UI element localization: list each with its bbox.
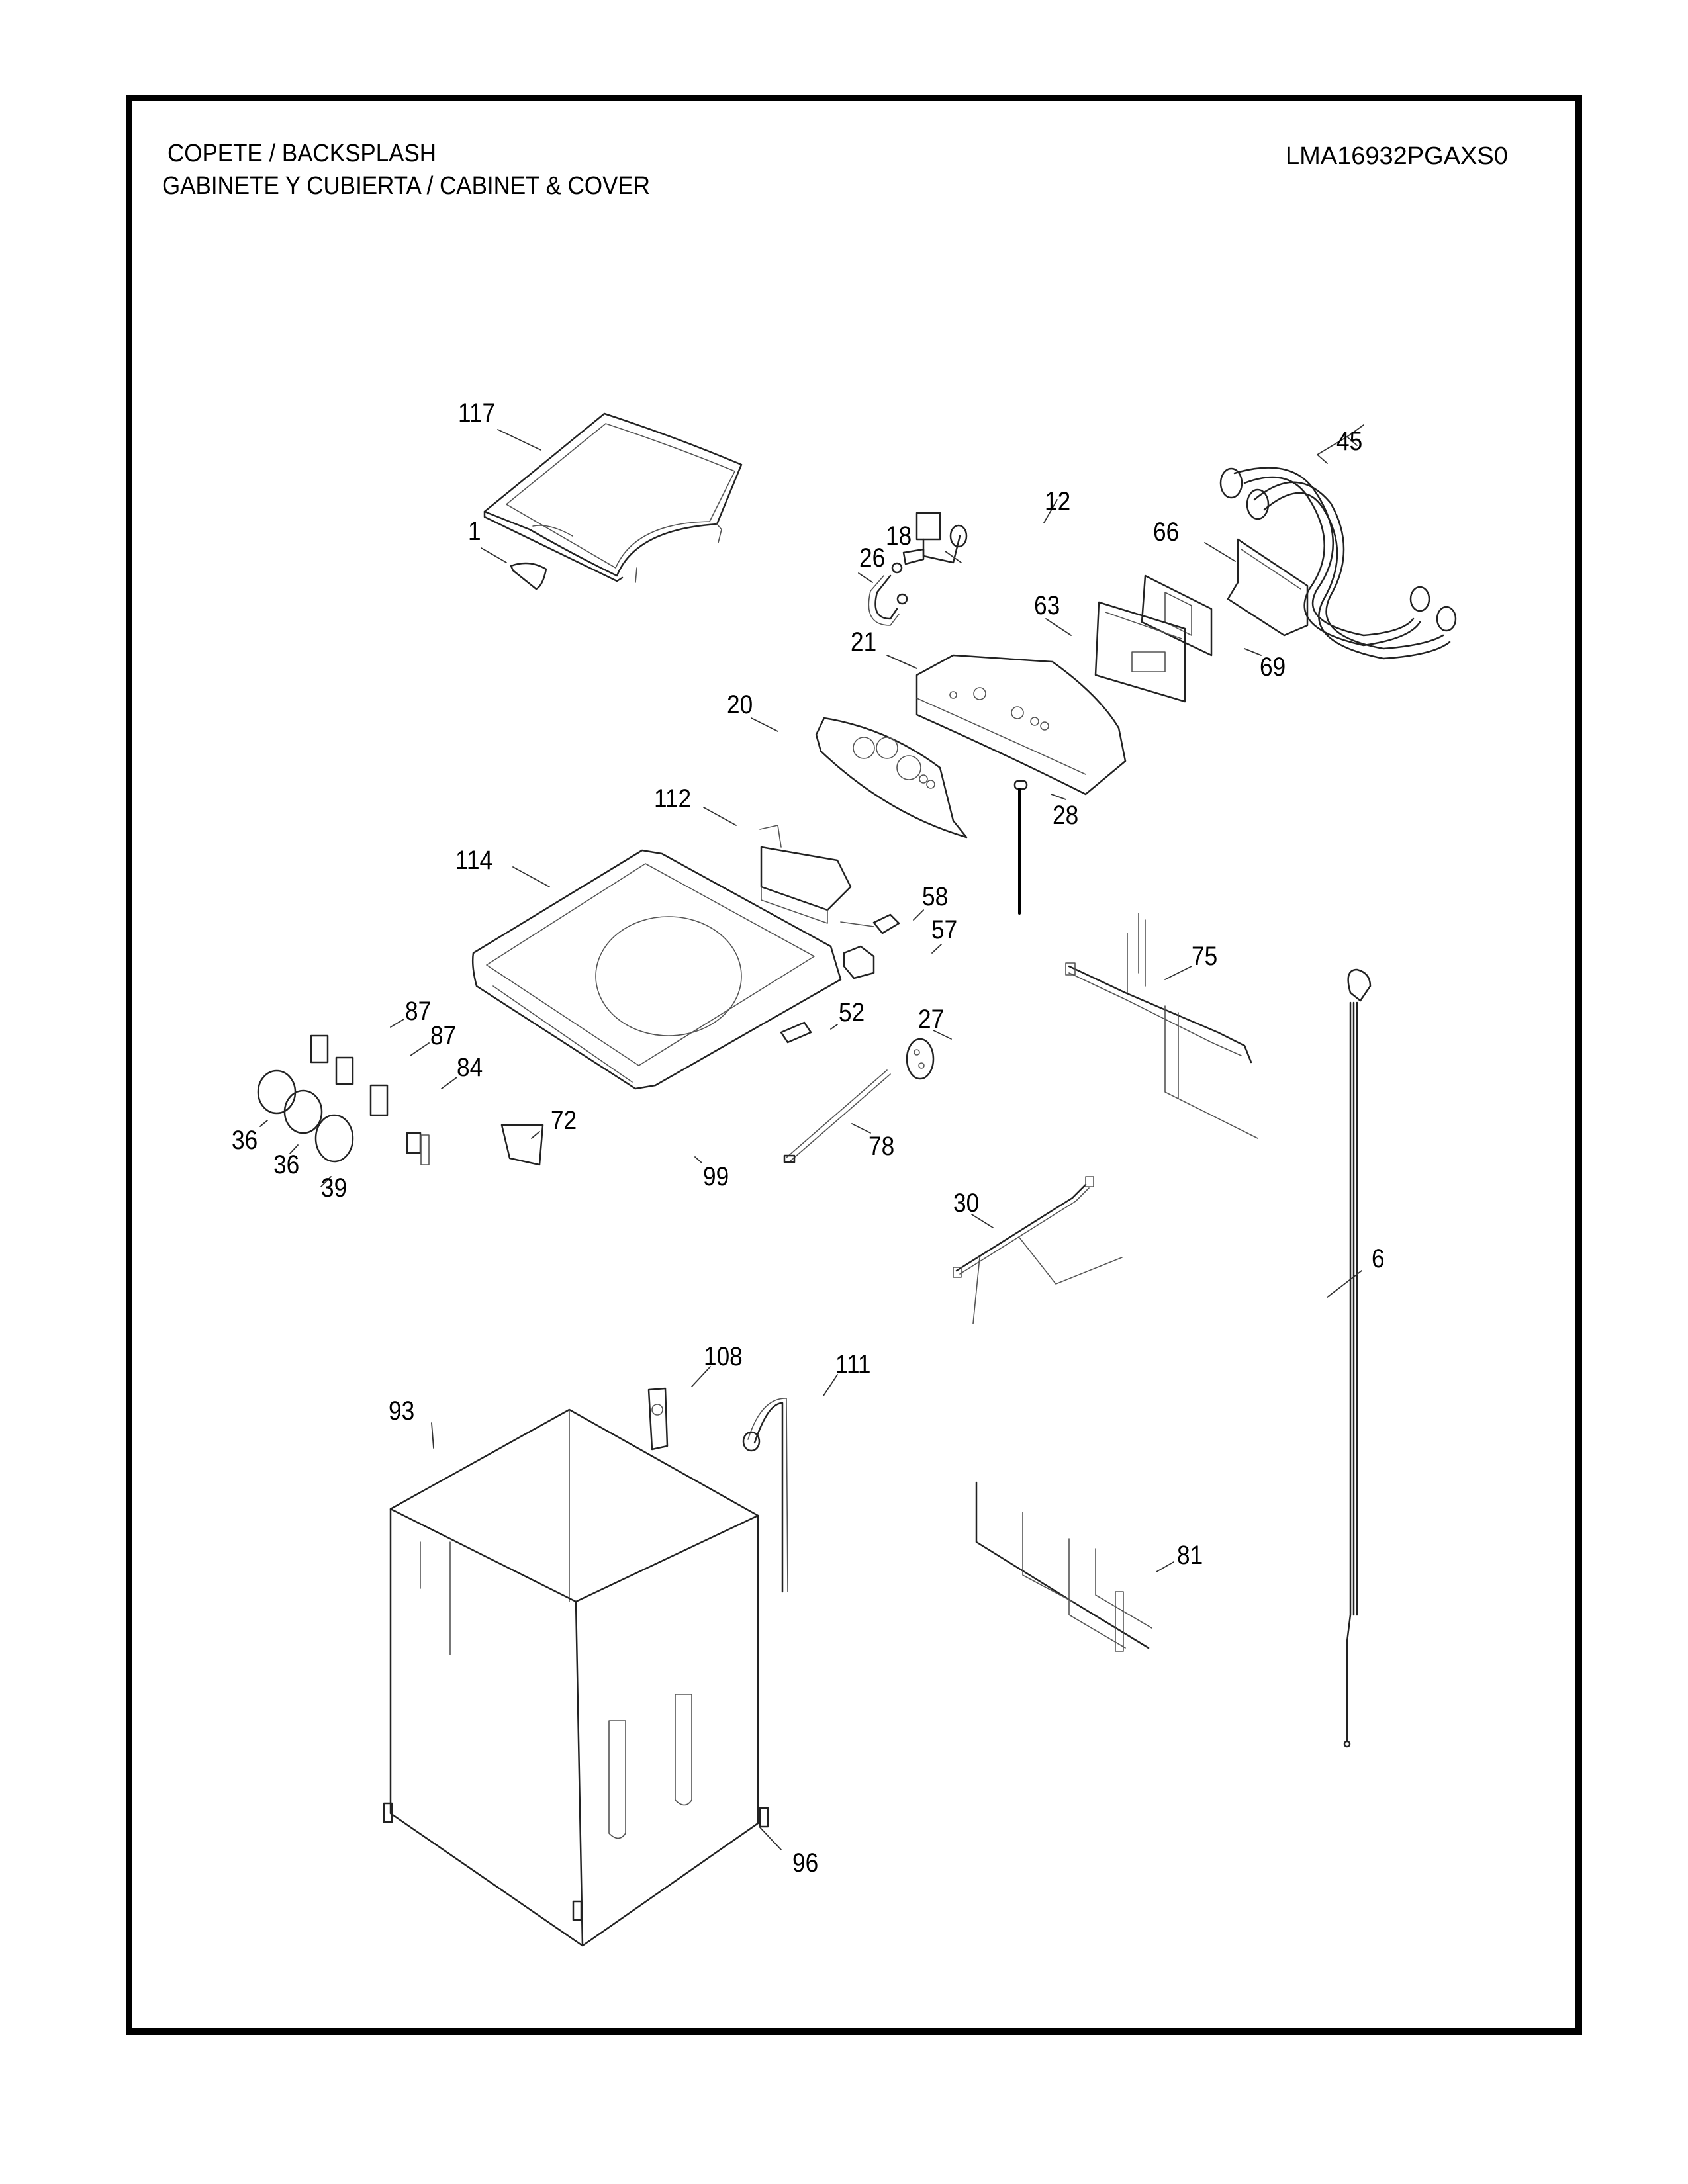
part-jumper-harness[interactable]: [783, 1069, 891, 1163]
part-backsplash[interactable]: [915, 654, 1127, 796]
callout-75[interactable]: 75: [1192, 942, 1218, 971]
part-latch-bracket[interactable]: [780, 1021, 812, 1044]
part-selector-switch-b[interactable]: [335, 1056, 354, 1085]
part-control-panel-overlay[interactable]: [815, 717, 968, 839]
callout-30[interactable]: 30: [953, 1189, 980, 1218]
callout-28[interactable]: 28: [1053, 801, 1079, 830]
part-terminal-block[interactable]: [500, 1124, 544, 1166]
callout-84[interactable]: 84: [457, 1053, 483, 1082]
part-leveling-leg[interactable]: [383, 1802, 769, 1921]
part-hose-clamp[interactable]: [891, 562, 908, 605]
callout-69[interactable]: 69: [1260, 653, 1286, 682]
part-drain-bracket[interactable]: [647, 1387, 669, 1451]
callout-39[interactable]: 39: [321, 1173, 348, 1203]
part-lid[interactable]: [483, 412, 743, 583]
callout-108[interactable]: 108: [704, 1342, 743, 1371]
callout-96[interactable]: 96: [792, 1848, 819, 1878]
callout-27[interactable]: 27: [918, 1005, 945, 1034]
callout-1[interactable]: 1: [468, 517, 481, 546]
callout-81[interactable]: 81: [1177, 1541, 1203, 1570]
callout-66[interactable]: 66: [1153, 518, 1180, 547]
part-knob-c[interactable]: [314, 1114, 354, 1163]
part-drain-hose[interactable]: [742, 1398, 788, 1593]
drawing-frame: [126, 95, 1582, 2035]
callout-52[interactable]: 52: [839, 998, 865, 1027]
part-water-valve[interactable]: [902, 512, 968, 565]
callout-26[interactable]: 26: [859, 543, 886, 572]
part-top-cover[interactable]: [471, 849, 842, 1090]
part-led-lens[interactable]: [1013, 780, 1028, 915]
part-power-cord[interactable]: [1343, 968, 1372, 1748]
callout-58[interactable]: 58: [922, 882, 949, 911]
part-cabinet[interactable]: [389, 1408, 759, 1947]
callout-21[interactable]: 21: [851, 627, 877, 657]
callout-36-b[interactable]: 36: [273, 1150, 300, 1179]
callout-99[interactable]: 99: [703, 1162, 729, 1191]
part-pressure-switch[interactable]: [906, 1038, 935, 1080]
part-control-board[interactable]: [1141, 574, 1213, 657]
callout-57[interactable]: 57: [931, 915, 958, 944]
part-selector-switch-c[interactable]: [369, 1084, 389, 1116]
callout-45[interactable]: 45: [1336, 427, 1363, 456]
part-inlet-hoses[interactable]: [1219, 467, 1457, 660]
part-control-housing[interactable]: [1094, 601, 1186, 703]
callout-87-b[interactable]: 87: [430, 1021, 457, 1050]
part-dispenser-valve[interactable]: [759, 825, 852, 924]
callout-20[interactable]: 20: [727, 690, 753, 719]
callout-63[interactable]: 63: [1034, 591, 1060, 620]
section-title-cabinet: GABINETE Y CUBIERTA / CABINET & COVER: [162, 172, 650, 200]
part-knob-a[interactable]: [257, 1069, 297, 1115]
part-selector-switch-a[interactable]: [310, 1034, 329, 1064]
part-hose[interactable]: [868, 574, 900, 626]
part-board-harness[interactable]: [975, 1481, 1152, 1652]
part-knob-b[interactable]: [283, 1089, 323, 1134]
callout-78[interactable]: 78: [868, 1132, 895, 1161]
callout-6[interactable]: 6: [1372, 1244, 1385, 1273]
part-main-harness[interactable]: [953, 1176, 1123, 1324]
callout-117[interactable]: 117: [458, 398, 496, 428]
callout-93[interactable]: 93: [389, 1396, 415, 1426]
leader-lines: [259, 424, 1364, 1850]
callout-111[interactable]: 111: [835, 1350, 871, 1379]
section-title-backsplash: COPETE / BACKSPLASH: [167, 140, 437, 167]
callout-72[interactable]: 72: [551, 1106, 577, 1135]
callout-36-a[interactable]: 36: [232, 1126, 258, 1155]
callout-112[interactable]: 112: [654, 784, 692, 813]
part-control-bracket[interactable]: [1227, 538, 1309, 637]
part-wire-harness[interactable]: [1065, 913, 1258, 1139]
part-lid-badge[interactable]: [510, 562, 547, 590]
part-button-board[interactable]: [406, 1132, 430, 1165]
callout-18[interactable]: 18: [886, 522, 912, 551]
model-number: LMA16932PGAXS0: [1286, 142, 1508, 170]
callout-87-a[interactable]: 87: [405, 997, 432, 1026]
callout-114[interactable]: 114: [455, 846, 493, 875]
part-lid-switch[interactable]: [840, 913, 900, 934]
part-switch-cover[interactable]: [843, 945, 875, 979]
callout-12[interactable]: 12: [1045, 487, 1071, 516]
